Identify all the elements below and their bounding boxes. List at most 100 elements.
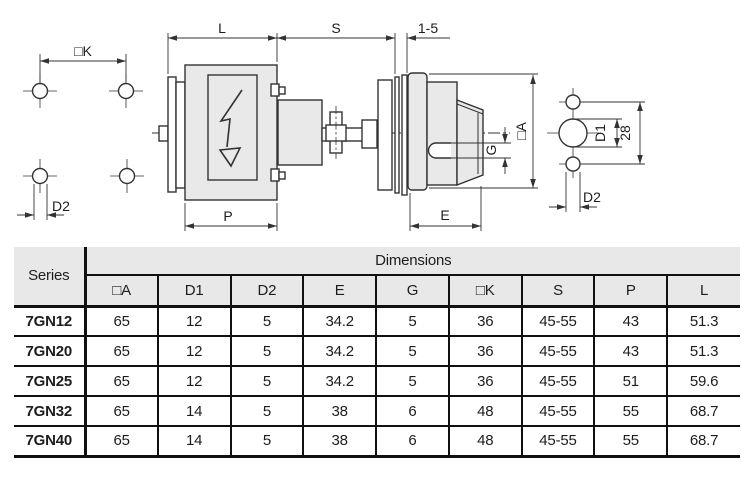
- cell: 51.3: [666, 336, 740, 367]
- dim-label-G: G: [483, 145, 499, 156]
- col-header-K: □K: [447, 275, 522, 308]
- cell: 5: [229, 366, 304, 397]
- cell: 55: [593, 396, 668, 427]
- cell: 43: [593, 336, 668, 367]
- dimension-labels: L S 1-5 □K D2 P E G □A D1 28 D2: [52, 20, 633, 224]
- cell: 14: [156, 426, 231, 458]
- knob-cone: [456, 98, 484, 187]
- drill-hole-small-bottom: [565, 156, 581, 172]
- knob-detail-lines: [456, 103, 484, 174]
- dim-label-A: □A: [513, 121, 529, 139]
- switch-technical-drawing: L S 1-5 □K D2 P E G □A D1 28 D2: [17, 20, 645, 231]
- shaft-stub: [158, 125, 169, 142]
- cell: 48: [447, 396, 522, 427]
- cell: 36: [447, 336, 522, 367]
- cell: 5: [375, 366, 449, 397]
- series-cell: 7GN12: [14, 306, 87, 337]
- cell: 45-55: [520, 396, 595, 427]
- dim-label-D2-left: D2: [52, 198, 70, 214]
- cell: 65: [85, 306, 158, 337]
- panel-plate-min: [394, 76, 400, 194]
- grip-extension-lines: [451, 142, 511, 159]
- dim-label-L: L: [218, 20, 226, 36]
- dimensions-table: Series Dimensions □A D1 D2 E G □K S P L: [14, 247, 740, 458]
- cell: 5: [229, 336, 304, 367]
- panel-plate-max: [401, 74, 408, 196]
- cell: 55: [593, 426, 668, 458]
- cell: 68.7: [666, 426, 740, 458]
- cell: 65: [85, 366, 158, 397]
- cell: 45-55: [520, 426, 595, 458]
- col-header-S: S: [520, 275, 595, 308]
- drill-pattern: [547, 88, 599, 178]
- terminal-plate-outer: [167, 76, 177, 193]
- spacer-plate: [377, 79, 393, 191]
- dim-label-S: S: [331, 20, 340, 36]
- terminal-plate-inner: [175, 81, 186, 189]
- dim-label-E: E: [440, 207, 449, 223]
- cell: 38: [302, 396, 377, 427]
- cell: 65: [85, 336, 158, 367]
- cell: 5: [229, 426, 304, 458]
- cell: 14: [156, 396, 231, 427]
- shaft-assembly: [321, 74, 408, 196]
- series-cell: 7GN40: [14, 426, 87, 458]
- cell: 34.2: [302, 336, 377, 367]
- cell: 36: [447, 306, 522, 337]
- cell: 6: [375, 396, 449, 427]
- col-header-L: L: [666, 275, 740, 308]
- series-header: Series: [14, 247, 87, 308]
- cell: 38: [302, 426, 377, 458]
- cell: 59.6: [666, 366, 740, 397]
- cell: 43: [593, 306, 668, 337]
- series-cell: 7GN20: [14, 336, 87, 367]
- cell: 5: [229, 306, 304, 337]
- cell: 34.2: [302, 366, 377, 397]
- col-header-D1: D1: [156, 275, 231, 308]
- dim-label-D1: D1: [592, 124, 608, 142]
- dim-label-1-5: 1-5: [418, 20, 438, 36]
- grip-slot: [427, 142, 451, 159]
- table-row: 7GN32 65 14 5 38 6 48 45-55 55 68.7: [14, 396, 740, 427]
- cell: 51: [593, 366, 668, 397]
- mounting-hole: [31, 82, 49, 100]
- clamp-tabs: [270, 83, 286, 182]
- cell: 68.7: [666, 396, 740, 427]
- switch-body-view: [158, 64, 323, 201]
- cell: 45-55: [520, 336, 595, 367]
- mounting-hole-pattern: [23, 74, 144, 193]
- cell: 5: [229, 396, 304, 427]
- lightning-bolt-icon: [218, 89, 243, 168]
- mounting-boss: [277, 99, 323, 166]
- cell: 12: [156, 366, 231, 397]
- cell: 65: [85, 426, 158, 458]
- dimension-arrowheads: [25, 35, 643, 229]
- knob-bezel: [407, 72, 428, 191]
- cell: 65: [85, 396, 158, 427]
- cell: 34.2: [302, 306, 377, 337]
- cell: 45-55: [520, 306, 595, 337]
- table-row: 7GN25 65 12 5 34.2 5 36 45-55 51 59.6: [14, 366, 740, 397]
- dim-label-P: P: [223, 208, 232, 224]
- col-header-A: □A: [85, 275, 158, 308]
- col-header-G: G: [375, 275, 449, 308]
- cell: 12: [156, 306, 231, 337]
- table-row: 7GN40 65 14 5 38 6 48 45-55 55 68.7: [14, 426, 740, 458]
- col-header-E: E: [302, 275, 377, 308]
- dim-label-D2-right: D2: [583, 189, 601, 205]
- series-cell: 7GN32: [14, 396, 87, 427]
- dimensions-table-wrap: Series Dimensions □A D1 D2 E G □K S P L: [14, 247, 740, 458]
- cell: 48: [447, 426, 522, 458]
- cell: 6: [375, 426, 449, 458]
- drill-hole-large: [558, 118, 588, 148]
- mounting-hole: [118, 167, 136, 185]
- cell: 36: [447, 366, 522, 397]
- table-row: 7GN20 65 12 5 34.2 5 36 45-55 43 51.3: [14, 336, 740, 367]
- cell: 12: [156, 336, 231, 367]
- mounting-hole: [117, 82, 135, 100]
- dim-label-28: 28: [617, 125, 633, 141]
- coupling-block: [361, 119, 378, 149]
- drill-hole-small-top: [565, 94, 581, 110]
- mounting-hole: [31, 167, 49, 185]
